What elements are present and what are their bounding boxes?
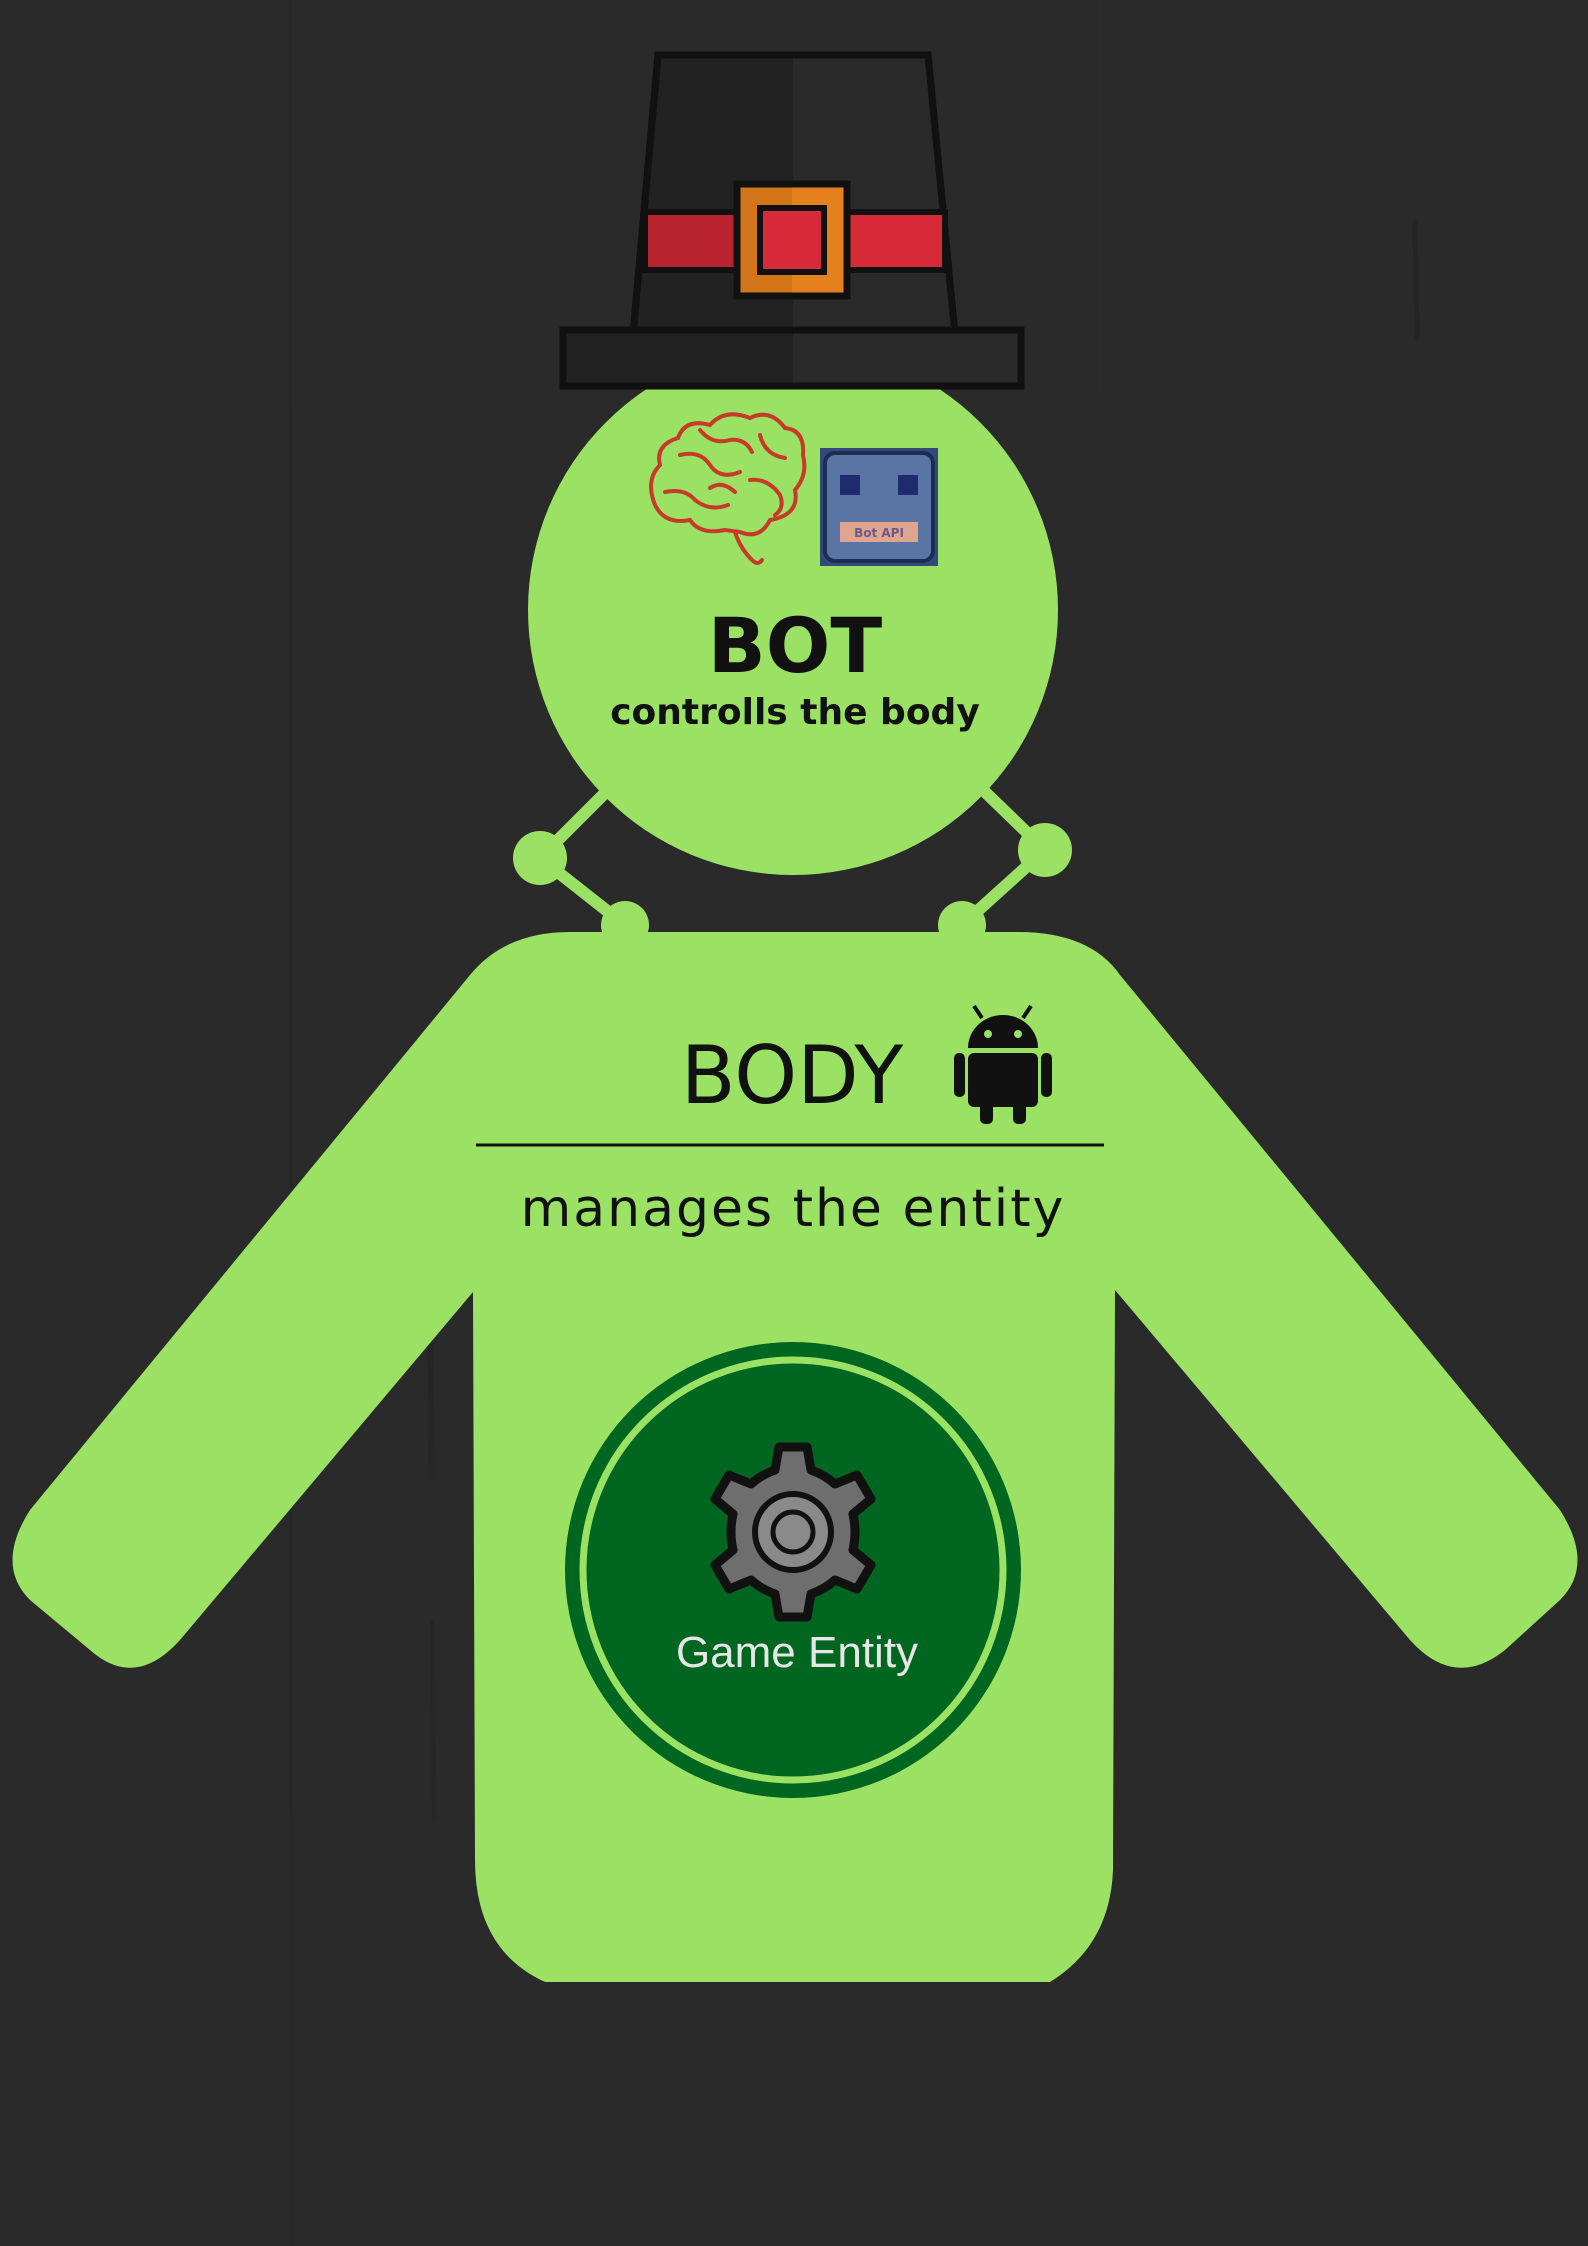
bot-subtitle: controlls the body bbox=[610, 692, 980, 733]
bot-api-icon: Bot API bbox=[820, 448, 938, 566]
android-icon bbox=[954, 1004, 1052, 1124]
brain-icon bbox=[649, 412, 807, 565]
bot-api-badge-text: Bot API bbox=[854, 526, 904, 540]
right-joint bbox=[1018, 823, 1072, 877]
game-entity: Game Entity bbox=[565, 1342, 1021, 1798]
gear-icon bbox=[710, 1442, 876, 1622]
body-subtitle: manages the entity bbox=[521, 1179, 1066, 1239]
bot-title: BOT bbox=[708, 601, 883, 690]
body-title: BODY bbox=[681, 1029, 905, 1122]
left-joint bbox=[513, 831, 567, 885]
hat bbox=[559, 51, 1025, 390]
game-entity-label: Game Entity bbox=[676, 1628, 918, 1677]
